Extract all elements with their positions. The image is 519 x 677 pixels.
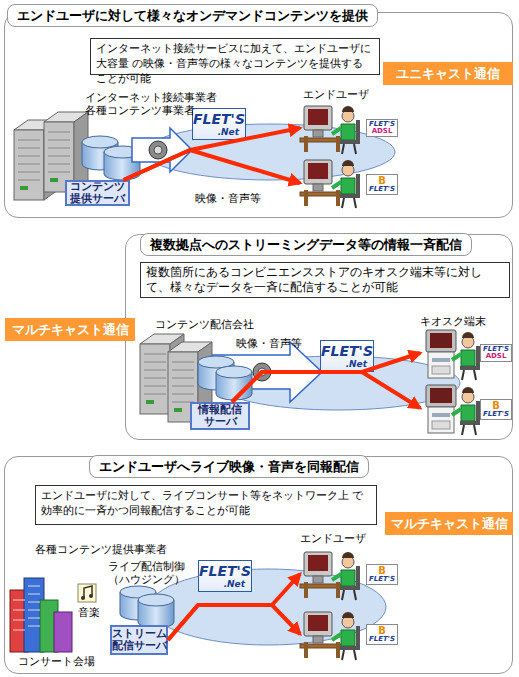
delivery-arrow [124, 150, 301, 183]
annotation-label: コンテンツ配信会社 [155, 318, 254, 331]
server-box: 情報配信 サーバ [190, 402, 250, 430]
server-label: 情報配信 サーバ [192, 404, 248, 428]
logo-text: FLET'S [369, 186, 395, 193]
annotation-label: 各種コンテンツ提供事業者 [35, 543, 167, 556]
logo-text: B [369, 626, 395, 636]
illustration [300, 612, 360, 660]
badge-text: マルチキャスト通信 [5, 318, 135, 341]
terminal: BFLET'S [420, 383, 512, 433]
annotation-label: キオスク端末 [420, 315, 486, 328]
illustration [78, 584, 96, 602]
note-box: 複数箇所にあるコンビニエンスストアのキオスク端末等に対し て、様々なデータを一斉… [140, 262, 510, 298]
terminal: BFLET'S [300, 158, 398, 208]
mode-badge: マルチキャスト通信 [5, 318, 135, 341]
note-box: エンドユーザに対して、ライブコンサート等をネットワーク上 で効率的に一斉かつ同報… [35, 485, 377, 525]
service-logo: BFLET'S [366, 564, 398, 585]
illustration [149, 141, 167, 159]
badge-text: ユニキャスト通信 [383, 62, 513, 85]
logo-text: FLET'S [369, 121, 395, 128]
delivery-arrow [168, 605, 300, 640]
illustration [426, 385, 480, 435]
panel-title: 複数拠点へのストリーミングデータ等の情報一斉配信 [140, 233, 472, 256]
logo-text: .Net [199, 579, 251, 589]
terminal: FLET'SADSL [420, 328, 512, 378]
logo-text: .Net [193, 127, 245, 137]
illustration [253, 363, 271, 381]
illustration [300, 106, 360, 154]
service-logo: BFLET'S [480, 399, 512, 420]
badge-text: マルチキャスト通信 [385, 512, 513, 535]
server-label-wrap: ストリーム 配信サーバ [112, 628, 167, 652]
logo-text: FLET'S [483, 346, 509, 353]
note-text: エンドユーザに対して、ライブコンサート等をネットワーク上 で効率的に一斉かつ同報… [41, 488, 371, 518]
mode-badge: ユニキャスト通信 [383, 62, 513, 85]
annotation-label: 音楽 [78, 606, 100, 619]
logo-text: ADSL [483, 353, 509, 360]
annotation-label: コンサート会場 [18, 655, 95, 668]
note-box: インターネット接続サービスに加えて、エンドユーザに大容量 の映像・音声等の様々な… [90, 38, 380, 75]
delivery-arrow [232, 372, 420, 408]
logo-text: FLET'S [369, 636, 395, 643]
server-label-wrap: コンテンツ 提供サーバ [67, 181, 128, 205]
illustration [138, 594, 174, 628]
service-logo: FLET'SADSL [366, 119, 398, 137]
logo-text: FLET'S [321, 343, 373, 359]
server-label: ストリーム 配信サーバ [112, 628, 167, 652]
note-text: インターネット接続サービスに加えて、エンドユーザに大容量 の映像・音声等の様々な… [96, 41, 374, 86]
logo-text: FLET'S [193, 111, 245, 127]
service-logo: BFLET'S [366, 174, 398, 195]
terminal: FLET'SADSL [300, 103, 398, 153]
logo-text: B [369, 566, 395, 576]
illustration [300, 160, 360, 208]
logo-text: B [483, 401, 509, 411]
panel-box: 複数拠点へのストリーミングデータ等の情報一斉配信複数箇所にあるコンビニエンススト… [125, 234, 513, 440]
terminal: BFLET'S [300, 608, 398, 660]
annotation-label: ライブ配信制御 （ハウジング） [108, 560, 192, 586]
illustration [28, 586, 40, 626]
logo-text: .Net [321, 359, 373, 369]
service-logo: BFLET'S [366, 624, 398, 645]
panel-title: エンドユーザへライブ映像・音声を同報配信 [89, 455, 369, 478]
annotation-label: インターネット接続事業者 各種コンテンツ事業者 [85, 91, 189, 117]
annotation-label: 映像・音声等 [236, 337, 302, 350]
logo-text: FLET'S [199, 563, 251, 579]
terminal: BFLET'S [300, 548, 398, 600]
panel-box: エンドユーザに対して様々なオンデマンドコンテンツを提供インターネット接続サービス… [4, 12, 513, 218]
illustration [132, 128, 192, 172]
illustration [89, 594, 93, 598]
logo-text: FLET'S [483, 411, 509, 418]
annotation-label: 映像・音声等 [195, 192, 261, 205]
server-box: コンテンツ 提供サーバ [65, 180, 130, 206]
illustration [300, 552, 360, 600]
illustration [426, 330, 480, 380]
annotation-label: エンドユーザ [300, 532, 366, 545]
panel-box: エンドユーザへライブ映像・音声を同報配信エンドユーザに対して、ライブコンサート等… [4, 456, 513, 674]
mode-badge: マルチキャスト通信 [385, 512, 513, 535]
network-logo: FLET'S.Net [192, 108, 246, 140]
network-logo: FLET'S.Net [320, 340, 374, 372]
network-logo: FLET'S.Net [198, 560, 252, 592]
illustration [54, 612, 72, 652]
logo-text: ADSL [369, 128, 395, 135]
illustration [81, 596, 85, 600]
panel-title: エンドユーザに対して様々なオンデマンドコンテンツを提供 [7, 4, 378, 27]
service-logo: FLET'SADSL [480, 344, 512, 362]
logo-text: B [369, 176, 395, 186]
annotation-label: エンドユーザ [303, 88, 369, 101]
illustration [13, 600, 25, 630]
server-box: ストリーム 配信サーバ [110, 625, 168, 655]
illustration [84, 586, 92, 598]
server-label: コンテンツ 提供サーバ [67, 181, 128, 205]
logo-text: FLET'S [369, 576, 395, 583]
server-label-wrap: 情報配信 サーバ [192, 404, 248, 428]
delivery-arrow [232, 353, 420, 402]
note-text: 複数箇所にあるコンビニエンスストアのキオスク端末等に対し て、様々なデータを一斉… [146, 265, 504, 295]
illustration [216, 366, 252, 400]
delivery-arrow [168, 574, 300, 640]
delivery-arrow [124, 128, 301, 180]
